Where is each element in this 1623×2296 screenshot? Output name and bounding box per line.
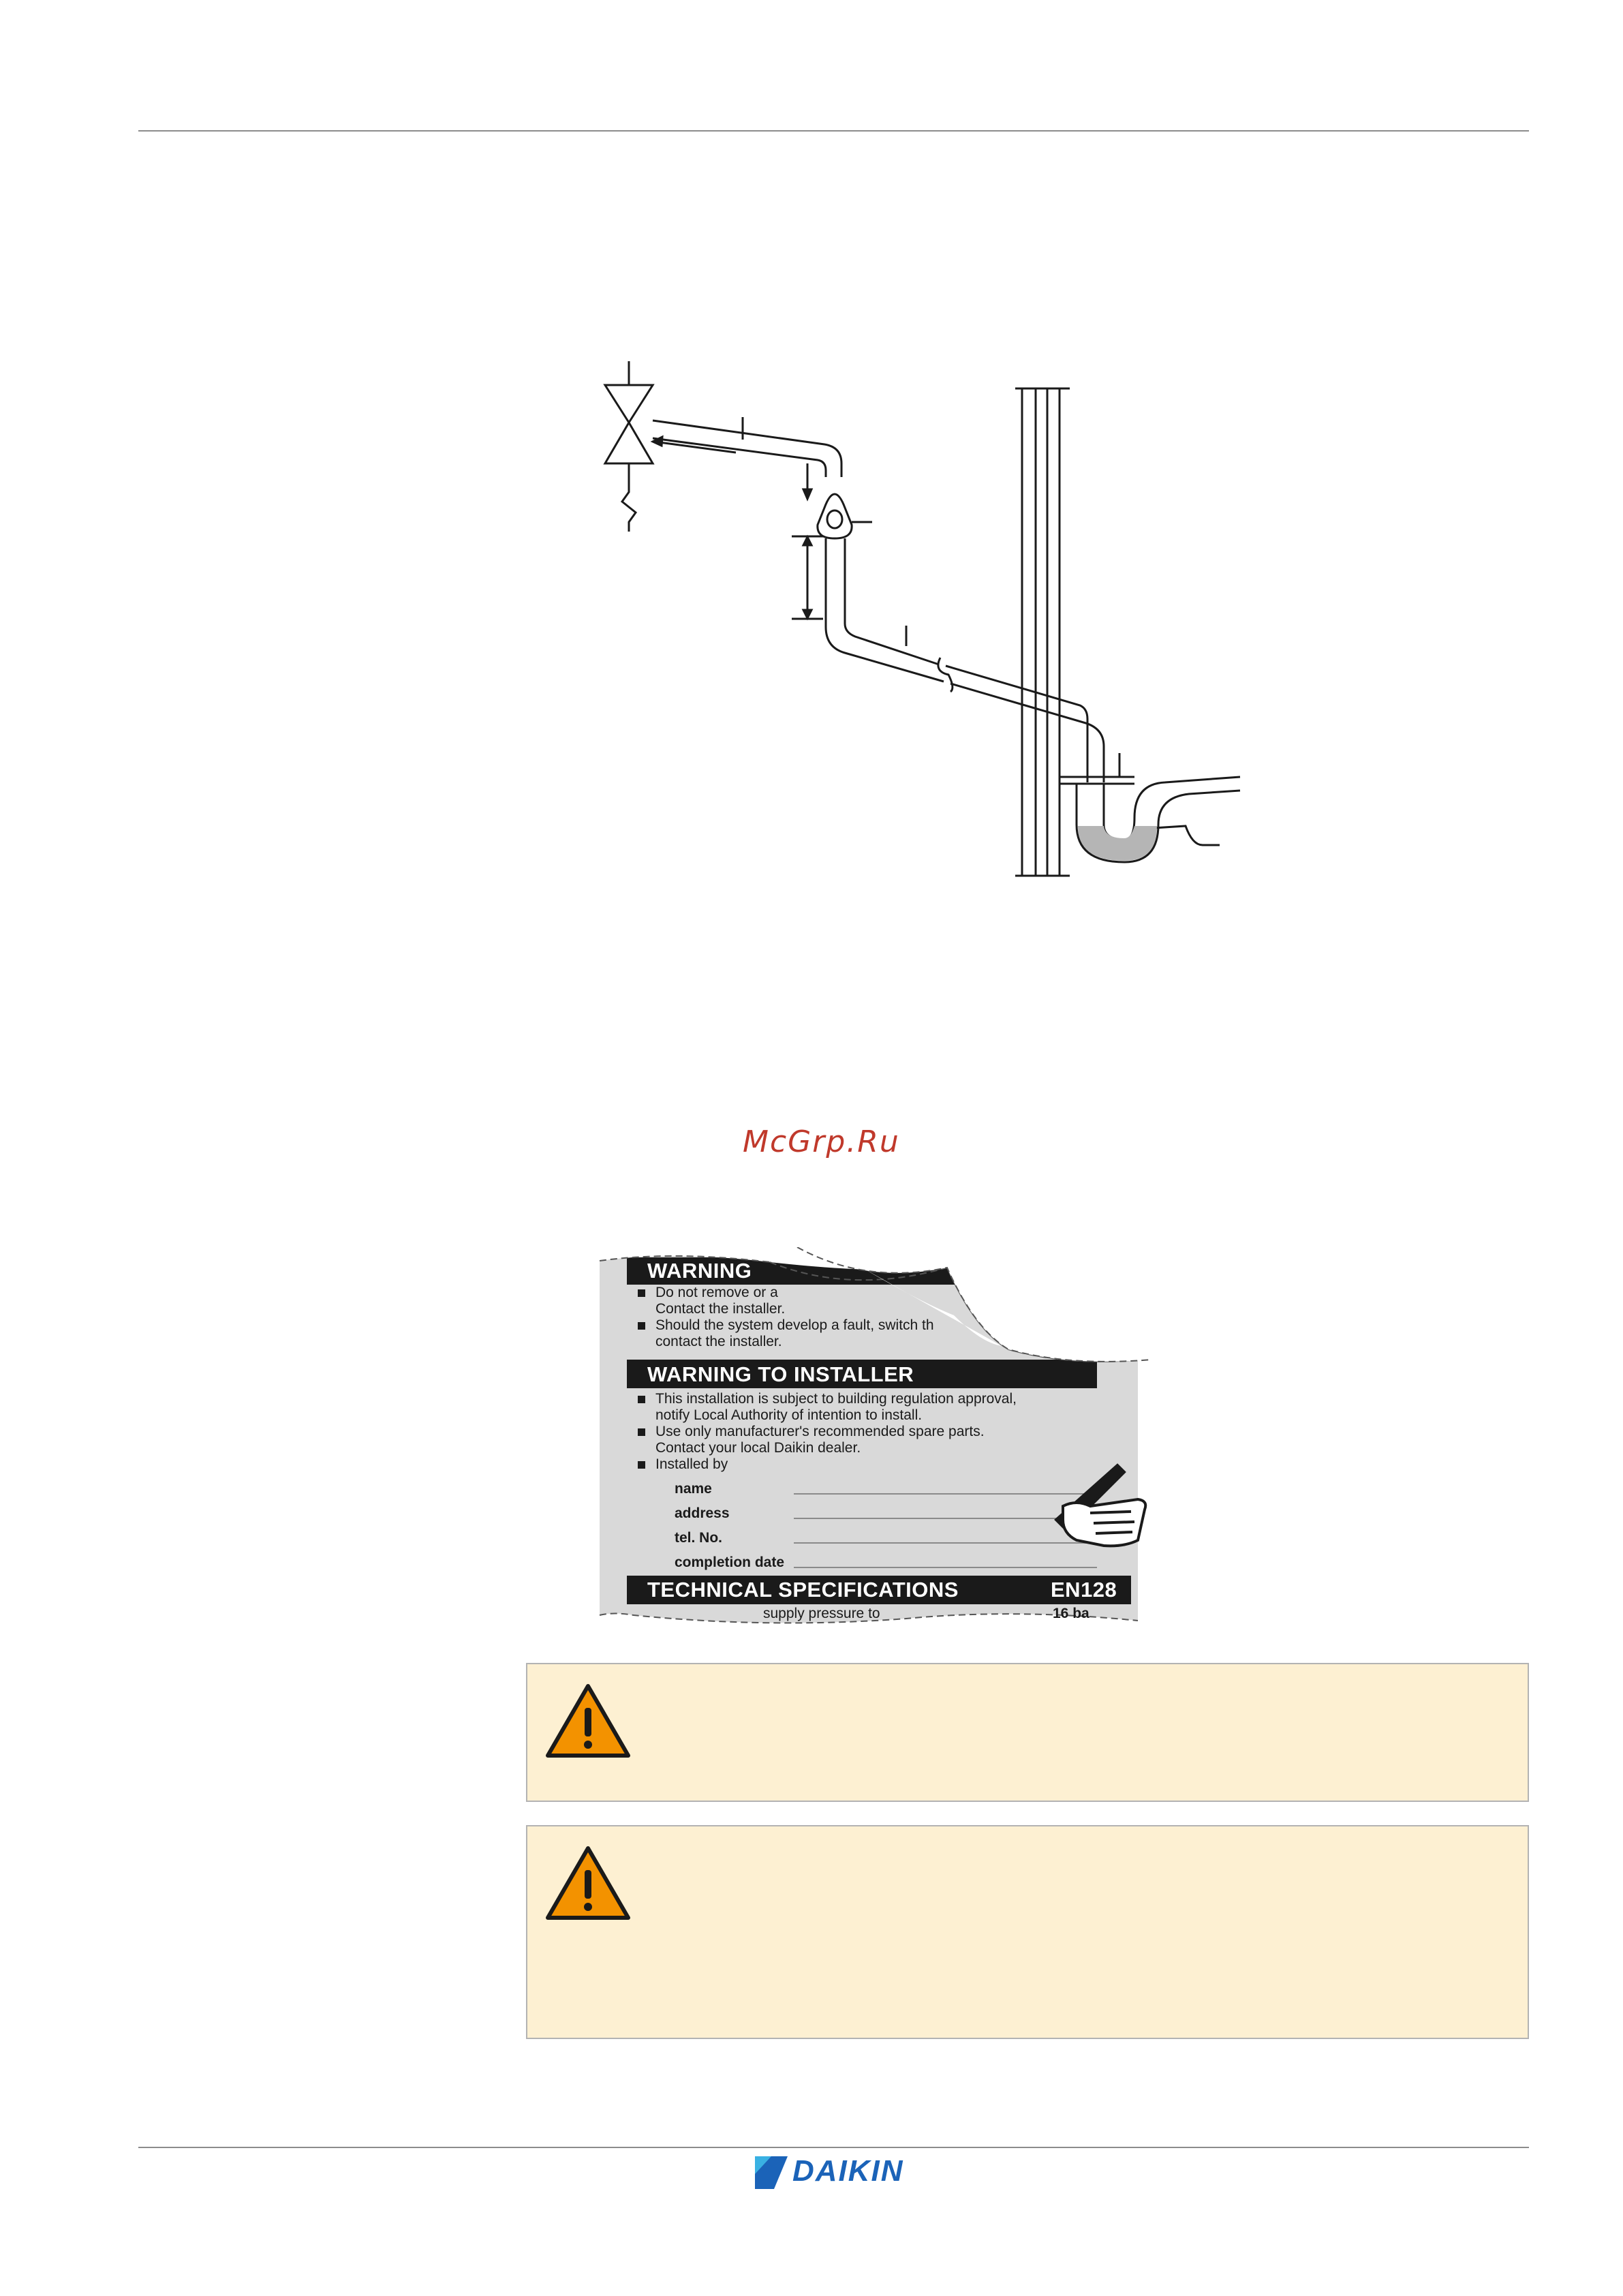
label-installer-item: Contact your local Daikin dealer. — [655, 1440, 861, 1456]
label-field-completion-date: completion date — [675, 1555, 785, 1570]
label-installer-item: notify Local Authority of intention to i… — [655, 1407, 923, 1423]
bullet — [638, 1289, 645, 1297]
pressure-relief-valve-icon — [603, 361, 655, 532]
label-warning-item: Should the system develop a fault, switc… — [655, 1317, 934, 1333]
label-tech-partial: supply pressure to — [763, 1606, 880, 1621]
drain-trap-icon — [1060, 753, 1241, 863]
warning-box-1 — [526, 1663, 1529, 1802]
discharge-pipe-d2 — [824, 538, 1105, 782]
watermark: McGrp.Ru — [743, 1124, 900, 1159]
warning-label-illustration: WARNING Do not remove or a Contact the i… — [593, 1247, 1151, 1629]
label-field-name: name — [675, 1481, 712, 1497]
header-rule — [138, 130, 1529, 132]
pen-hand-icon — [1054, 1463, 1147, 1548]
label-installer-item: This installation is subject to building… — [655, 1391, 1017, 1407]
tundish-icon — [816, 493, 872, 540]
daikin-logo-text: DAIKIN — [792, 2154, 904, 2188]
label-field-address: address — [675, 1505, 730, 1521]
label-warning-item: Do not remove or a — [655, 1285, 778, 1300]
label-installer-title: WARNING TO INSTALLER — [647, 1362, 914, 1386]
label-installer-item: Use only manufacturer's recommended spar… — [655, 1424, 985, 1439]
label-tech-value: 16 ba — [1053, 1606, 1089, 1621]
warning-triangle-icon — [546, 1684, 630, 1758]
label-field-tel: tel. No. — [675, 1530, 723, 1546]
label-warning-title: WARNING — [647, 1259, 752, 1283]
label-installer-item: Installed by — [655, 1456, 728, 1472]
label-tech-code: EN128 — [1051, 1578, 1117, 1602]
discharge-pipe-d1 — [652, 417, 843, 477]
label-warning-item: contact the installer. — [655, 1334, 782, 1349]
label-tech-title: TECHNICAL SPECIFICATIONS — [647, 1578, 959, 1602]
warning-box-2 — [526, 1825, 1529, 2039]
label-warning-item: Contact the installer. — [655, 1301, 786, 1317]
warning-triangle-icon — [546, 1846, 630, 1920]
footer-rule — [138, 2147, 1529, 2148]
bullet — [638, 1461, 645, 1469]
bullet — [638, 1322, 645, 1330]
wall — [1015, 387, 1070, 877]
daikin-logo-icon — [755, 2156, 788, 2189]
bullet — [638, 1428, 645, 1436]
drain-piping-diagram — [603, 361, 1241, 877]
bullet — [638, 1396, 645, 1403]
trap-water — [1078, 826, 1157, 861]
